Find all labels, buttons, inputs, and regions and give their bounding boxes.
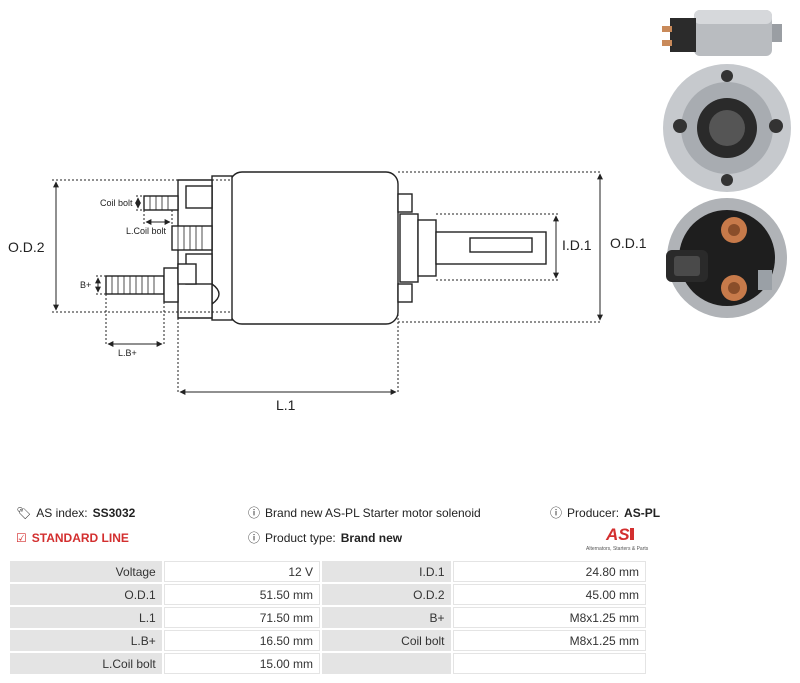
product-type-label: Product type:: [265, 531, 336, 545]
dimension-arrows: [53, 173, 603, 395]
table-row: L.Coil bolt 15.00 mm: [10, 653, 646, 674]
spec-label: Coil bolt: [322, 630, 451, 651]
as-index-value: SS3032: [92, 506, 136, 520]
tag-icon: 🏷: [16, 506, 32, 520]
label-od1: O.D.1: [610, 235, 647, 251]
spec-value: 45.00 mm: [452, 584, 646, 605]
producer-label: Producer:: [567, 506, 620, 520]
solenoid-terminal-photo: [666, 198, 787, 318]
checkbox-icon: ☑: [16, 531, 27, 545]
standard-line-text: STANDARD LINE: [31, 531, 129, 545]
spec-label: I.D.1: [322, 561, 451, 582]
producer-row: ⓘ Producer: AS-PL: [550, 506, 660, 520]
description-text: Brand new AS-PL Starter motor solenoid: [265, 506, 481, 520]
label-id1: I.D.1: [562, 237, 592, 253]
as-index-label: AS index:: [36, 506, 88, 520]
specs-table: Voltage 12 V I.D.1 24.80 mm O.D.1 51.50 …: [8, 559, 648, 676]
product-type-value: Brand new: [340, 531, 403, 545]
spec-value: 15.00 mm: [163, 653, 321, 674]
spec-label: O.D.2: [322, 584, 451, 605]
table-row: L.B+ 16.50 mm Coil bolt M8x1.25 mm: [10, 630, 646, 651]
as-index-row: 🏷 AS index: SS3032: [16, 506, 135, 520]
spec-label: [322, 653, 451, 674]
spec-label: L.Coil bolt: [10, 653, 162, 674]
solenoid-technical-drawing: O.D.2 O.D.1 I.D.1 L.1 Coil bolt L.Coil b…: [8, 171, 647, 413]
spec-value: 51.50 mm: [163, 584, 321, 605]
logo-text: AS: [605, 525, 630, 544]
standard-line-badge: ☑ STANDARD LINE: [16, 531, 129, 545]
info-icon: ⓘ: [550, 506, 563, 520]
producer-value: AS-PL: [624, 506, 661, 520]
solenoid-front-photo: [663, 64, 791, 192]
spec-value: 71.50 mm: [163, 607, 321, 628]
dimension-extension-lines: [52, 171, 602, 394]
info-icon: ⓘ: [248, 531, 261, 545]
as-pl-logo: AS Alternators, Starters & Parts: [586, 525, 649, 552]
spec-value: M8x1.25 mm: [452, 630, 646, 651]
solenoid-outline: [105, 171, 547, 325]
solenoid-side-photo: [662, 10, 782, 56]
spec-label: L.B+: [10, 630, 162, 651]
spec-label: B+: [322, 607, 451, 628]
logo-tagline: Alternators, Starters & Parts: [586, 546, 649, 552]
table-row: O.D.1 51.50 mm O.D.2 45.00 mm: [10, 584, 646, 605]
table-row: L.1 71.50 mm B+ M8x1.25 mm: [10, 607, 646, 628]
label-coil-bolt: Coil bolt: [100, 198, 133, 208]
label-l-b-plus: L.B+: [118, 348, 137, 358]
spec-value: 24.80 mm: [452, 561, 646, 582]
info-icon: ⓘ: [248, 506, 261, 520]
label-b-plus: B+: [80, 280, 91, 290]
description-row: ⓘ Brand new AS-PL Starter motor solenoid: [248, 506, 481, 520]
spec-value: [452, 653, 646, 674]
label-od2: O.D.2: [8, 239, 45, 255]
label-l-coil-bolt: L.Coil bolt: [126, 226, 167, 236]
spec-label: L.1: [10, 607, 162, 628]
spec-value: 16.50 mm: [163, 630, 321, 651]
spec-value: 12 V: [163, 561, 321, 582]
product-type-row: ⓘ Product type: Brand new: [248, 531, 402, 545]
spec-label: O.D.1: [10, 584, 162, 605]
table-row: Voltage 12 V I.D.1 24.80 mm: [10, 561, 646, 582]
spec-value: M8x1.25 mm: [452, 607, 646, 628]
label-l1: L.1: [276, 397, 296, 413]
spec-label: Voltage: [10, 561, 162, 582]
